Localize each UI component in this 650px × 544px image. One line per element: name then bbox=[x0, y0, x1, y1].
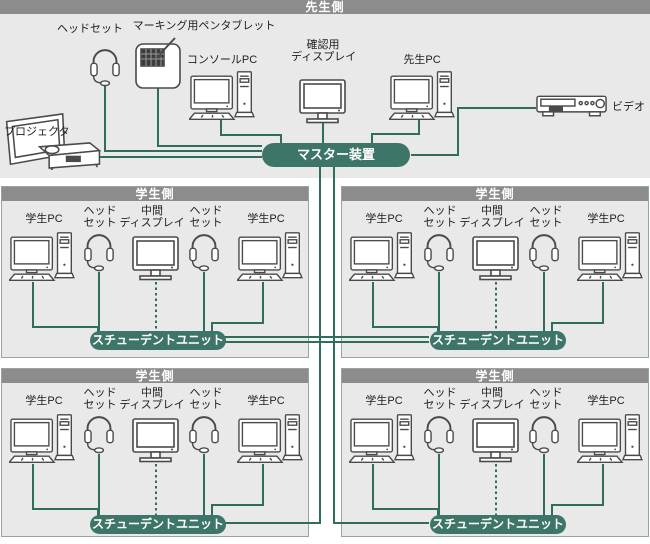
student-header-label: 学生側 bbox=[135, 187, 175, 201]
headset-icon bbox=[90, 49, 120, 87]
master-device-node: マスター装置 bbox=[262, 143, 410, 167]
student-header-bar: 学生側 bbox=[342, 369, 648, 383]
teacher-header-bar: 先生側 bbox=[0, 0, 650, 14]
pen-tablet-icon bbox=[135, 37, 181, 89]
headset-label: ヘッドセット bbox=[57, 23, 123, 35]
trunk-left bbox=[225, 167, 321, 524]
cable-teacher-pc-to-master bbox=[371, 119, 420, 145]
cable-pc-to-unit bbox=[211, 282, 264, 332]
console-pc-icon bbox=[189, 71, 255, 120]
cable-pc-to-unit bbox=[372, 464, 439, 516]
mid-display-label: 中間ディスプレイ bbox=[119, 387, 185, 411]
headset-icon bbox=[424, 416, 454, 454]
student-pc-icon bbox=[237, 414, 303, 463]
student-pc-icon bbox=[577, 232, 643, 281]
headset-label: ヘッドセット bbox=[423, 205, 457, 229]
student-unit-node: スチューデントユニット bbox=[430, 515, 566, 534]
teacher-header-label: 先生側 bbox=[305, 0, 345, 14]
projector-icon bbox=[5, 113, 101, 170]
student-pc-icon bbox=[9, 232, 75, 281]
student-unit-node: スチューデントユニット bbox=[430, 331, 566, 350]
cable-video-to-master bbox=[411, 107, 536, 156]
mid-display-icon bbox=[132, 236, 179, 281]
pen-tablet-label: マーキング用ペンタブレット bbox=[132, 20, 276, 32]
student-unit-node: スチューデントユニット bbox=[90, 515, 226, 534]
headset-icon bbox=[529, 234, 559, 272]
headset-icon bbox=[189, 416, 219, 454]
student-unit-node: スチューデントユニット bbox=[90, 331, 226, 350]
headset-icon bbox=[424, 234, 454, 272]
mid-display-icon bbox=[132, 418, 179, 463]
student-pc-label: 学生PC bbox=[587, 395, 625, 407]
headset-icon bbox=[529, 416, 559, 454]
mid-display-label: 中間ディスプレイ bbox=[119, 205, 185, 229]
student-pc-icon bbox=[9, 414, 75, 463]
headset-label: ヘッドセット bbox=[83, 205, 117, 229]
headset-icon bbox=[189, 234, 219, 272]
student-pc-icon bbox=[237, 232, 303, 281]
cable-tablet-to-master bbox=[157, 87, 262, 147]
mid-display-icon bbox=[472, 236, 519, 281]
cable-pc-to-unit bbox=[551, 282, 604, 332]
student-pc-icon bbox=[349, 414, 415, 463]
check-display-icon bbox=[299, 79, 346, 124]
student-header-label: 学生側 bbox=[135, 369, 175, 383]
cable-pc-to-unit bbox=[211, 464, 264, 516]
student-pc-label: 学生PC bbox=[25, 395, 63, 407]
cable-pc-to-unit bbox=[372, 282, 439, 332]
cable-pc-to-unit bbox=[32, 464, 99, 516]
teacher-pc-label: 先生PC bbox=[403, 54, 441, 66]
check-display-label: 確認用 ディスプレイ bbox=[291, 39, 357, 63]
headset-label: ヘッドセット bbox=[529, 205, 563, 229]
headset-icon bbox=[84, 234, 114, 272]
student-pc-icon bbox=[577, 414, 643, 463]
headset-label: ヘッドセット bbox=[423, 387, 457, 411]
student-pc-label: 学生PC bbox=[365, 213, 403, 225]
student-header-label: 学生側 bbox=[475, 369, 515, 383]
mid-display-icon bbox=[472, 418, 519, 463]
student-pc-label: 学生PC bbox=[25, 213, 63, 225]
student-pc-icon bbox=[349, 232, 415, 281]
student-pc-label: 学生PC bbox=[587, 213, 625, 225]
student-pc-label: 学生PC bbox=[247, 395, 285, 407]
headset-icon bbox=[84, 416, 114, 454]
trunk-right bbox=[333, 167, 429, 524]
student-header-bar: 学生側 bbox=[2, 369, 308, 383]
headset-label: ヘッドセット bbox=[189, 205, 223, 229]
cable-console-pc-to-master bbox=[220, 119, 282, 145]
student-pc-label: 学生PC bbox=[365, 395, 403, 407]
cable-pc-to-unit bbox=[551, 464, 604, 516]
mid-display-label: 中間ディスプレイ bbox=[459, 205, 525, 229]
cable-headset-to-master bbox=[104, 85, 262, 152]
student-header-bar: 学生側 bbox=[342, 187, 648, 201]
student-pc-label: 学生PC bbox=[247, 213, 285, 225]
mid-display-label: 中間ディスプレイ bbox=[459, 387, 525, 411]
teacher-pc-icon bbox=[389, 71, 455, 120]
cable-group bbox=[32, 85, 604, 524]
student-header-label: 学生側 bbox=[475, 187, 515, 201]
console-pc-label: コンソールPC bbox=[186, 54, 258, 66]
projector-label: プロジェクタ bbox=[4, 126, 70, 138]
headset-label: ヘッドセット bbox=[189, 387, 223, 411]
student-header-bar: 学生側 bbox=[2, 187, 308, 201]
vcr-icon bbox=[536, 95, 607, 117]
video-label: ビデオ bbox=[612, 101, 645, 113]
cable-pc-to-unit bbox=[32, 282, 99, 332]
headset-label: ヘッドセット bbox=[529, 387, 563, 411]
headset-label: ヘッドセット bbox=[83, 387, 117, 411]
